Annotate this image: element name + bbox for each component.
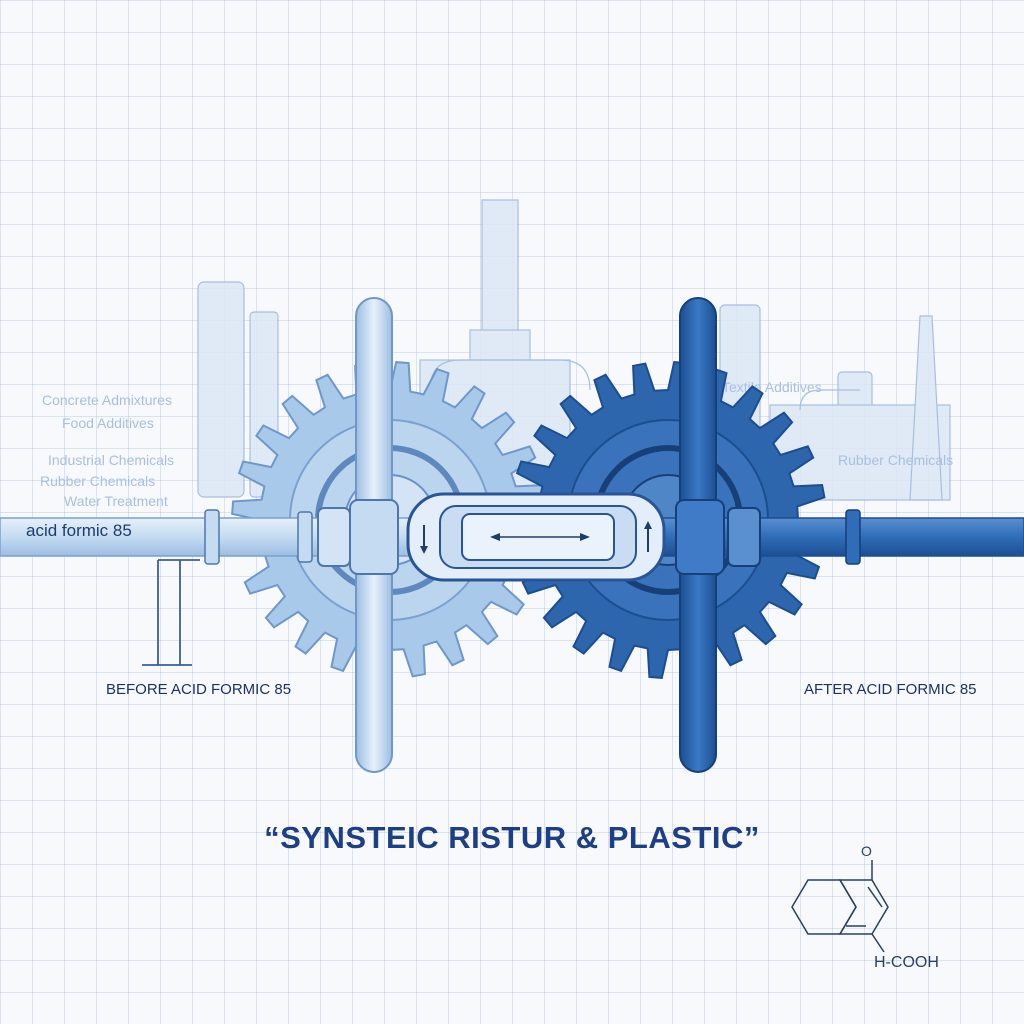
applications-left-list: Concrete Admixtures Food Additives Indus… xyxy=(40,392,174,509)
application-label: Rubber Chemicals xyxy=(838,452,953,468)
silo-left xyxy=(197,281,245,498)
application-label: Rubber Chemicals xyxy=(40,473,155,489)
pipework-right xyxy=(799,389,860,411)
pipe-coupler xyxy=(675,499,725,575)
stage-after-label: AFTER ACID FORMIC 85 xyxy=(804,681,977,698)
application-label: Industrial Chemicals xyxy=(48,452,174,468)
diagram-title: “SYNSTEIC RISTUR & PLASTIC” xyxy=(264,820,760,855)
molecule-oxygen-label: O xyxy=(861,843,872,859)
pipe-coupler xyxy=(317,507,351,567)
central-reactor xyxy=(406,492,666,582)
application-label: Water Treatment xyxy=(64,493,168,509)
molecule-formula: H-COOH xyxy=(874,954,939,971)
application-label: Food Additives xyxy=(62,415,154,431)
pipe-label: acid formic 85 xyxy=(26,521,132,540)
stage-before-label: BEFORE ACID FORMIC 85 xyxy=(106,681,292,698)
arrow-up-icon xyxy=(644,521,652,529)
valve-line-left xyxy=(142,559,200,666)
pipe-flange xyxy=(845,509,861,565)
pipe-flange xyxy=(297,511,313,563)
chimney-right xyxy=(909,315,943,501)
molecule-structure xyxy=(791,860,889,953)
arrow-left-icon xyxy=(490,533,500,541)
pipe-coupler xyxy=(727,507,761,567)
pipe-flange xyxy=(204,509,220,565)
application-label: Textile Additives xyxy=(722,379,822,395)
arrow-right-icon xyxy=(580,533,590,541)
application-label: Concrete Admixtures xyxy=(42,392,172,408)
arrow-down-icon xyxy=(420,546,428,554)
pipe-coupler xyxy=(349,499,399,575)
